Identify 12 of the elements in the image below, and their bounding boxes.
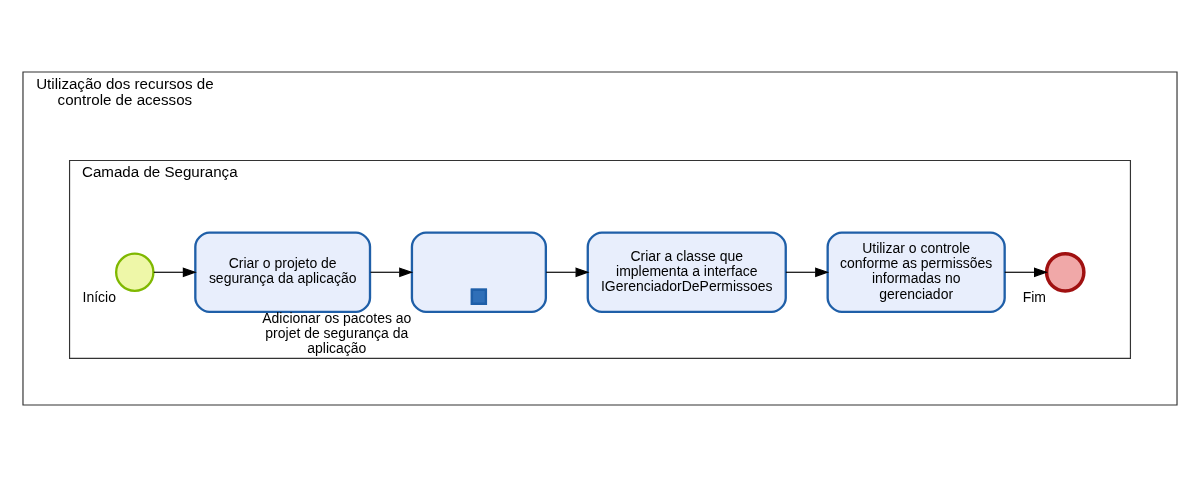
node-label: Início — [82, 289, 116, 306]
arrow — [153, 267, 197, 278]
node-circle — [1044, 251, 1086, 293]
arrow — [370, 267, 414, 278]
node-box — [410, 231, 547, 314]
node-label: Fim — [1022, 289, 1047, 306]
node-box: Criar a classe que implementa a interface IGerenciadorDePermissoes — [586, 231, 787, 314]
arrow — [785, 267, 830, 278]
node-box: Utilizar o controle conforme as permissões informadas no gerenciador — [826, 231, 1006, 314]
arrow — [545, 267, 590, 278]
arrow — [1004, 267, 1048, 278]
node-circle — [114, 252, 155, 293]
